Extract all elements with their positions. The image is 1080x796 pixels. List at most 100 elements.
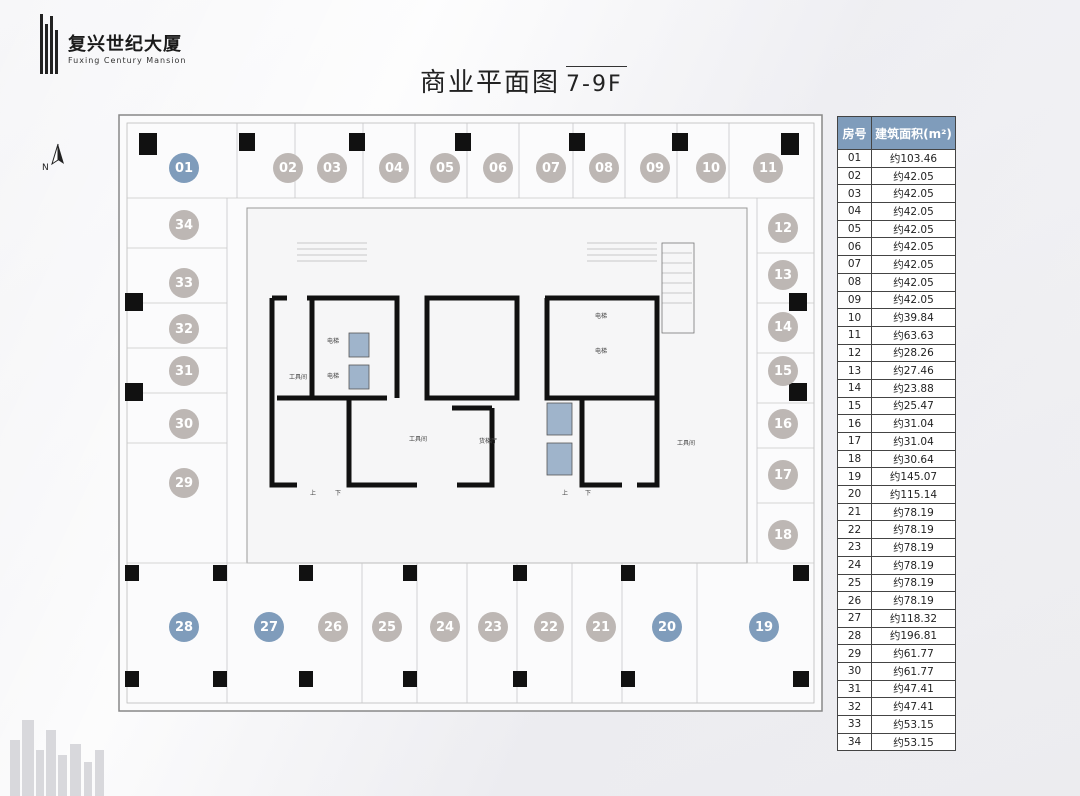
unit-label-09[interactable]: 09 [640,153,670,183]
area-table-room-no: 04 [837,202,872,221]
unit-label-02[interactable]: 02 [273,153,303,183]
unit-label-21[interactable]: 21 [586,612,616,642]
unit-label-13[interactable]: 13 [768,260,798,290]
area-table-header-area: 建筑面积(m²) [871,116,956,150]
area-table-room-area: 约78.19 [871,538,956,557]
area-table-room-no: 21 [837,502,872,522]
core-label-down-1: 下 [335,490,341,497]
area-table-room-area: 约78.19 [871,520,956,540]
unit-label-26[interactable]: 26 [318,612,348,642]
unit-label-07[interactable]: 07 [536,153,566,183]
area-table-room-no: 14 [837,378,872,398]
area-table-room-area: 约42.05 [871,184,956,204]
area-table-room-no: 22 [837,520,872,540]
unit-label-16[interactable]: 16 [768,409,798,439]
unit-label-24[interactable]: 24 [430,612,460,642]
core-label-elevator-4: 电梯 [595,347,607,355]
unit-label-08[interactable]: 08 [589,153,619,183]
unit-label-17[interactable]: 17 [768,460,798,490]
area-table-room-no: 32 [837,697,872,716]
title-main: 商业平面图 [420,68,561,98]
unit-label-11[interactable]: 11 [753,153,783,183]
area-table-room-no: 17 [837,432,872,451]
core-label-down-2: 下 [585,490,591,497]
unit-label-12[interactable]: 12 [768,213,798,243]
area-table-room-no: 30 [837,661,872,681]
area-table-room-area: 约42.05 [871,255,956,274]
unit-label-25[interactable]: 25 [372,612,402,642]
unit-label-32[interactable]: 32 [169,314,199,344]
unit-label-33[interactable]: 33 [169,268,199,298]
unit-label-30[interactable]: 30 [169,409,199,439]
area-table-room-area: 约25.47 [871,396,956,416]
area-table-room-area: 约118.32 [871,608,956,628]
area-table-room-no: 11 [837,325,872,345]
unit-label-10[interactable]: 10 [696,153,726,183]
title-floor: 7-9F [566,72,623,97]
area-table-room-no: 26 [837,591,872,610]
unit-label-18[interactable]: 18 [768,520,798,550]
area-table-room-area: 约63.63 [871,325,956,345]
unit-label-03[interactable]: 03 [317,153,347,183]
area-table-room-area: 约53.15 [871,715,956,734]
north-arrow-icon: N [40,142,70,176]
unit-label-27[interactable]: 27 [254,612,284,642]
area-table-room-no: 34 [837,732,872,752]
area-table-room-area: 约196.81 [871,626,956,646]
area-table-room-no: 25 [837,573,872,593]
area-table-room-no: 27 [837,608,872,628]
unit-label-23[interactable]: 23 [478,612,508,642]
area-table-room-no: 08 [837,272,872,292]
floor-plan: 工具间 工具间 工具间 货梯厅 电梯 电梯 电梯 电梯 上 下 上 下 01 0… [117,113,824,713]
unit-label-01[interactable]: 01 [169,153,199,183]
unit-label-06[interactable]: 06 [483,153,513,183]
area-table-room-area: 约78.19 [871,555,956,575]
area-table-room-area: 约30.64 [871,449,956,469]
area-table-room-area: 约23.88 [871,378,956,398]
core-label-elevator-3: 电梯 [595,312,607,320]
area-table-room-area: 约42.05 [871,290,956,310]
unit-label-15[interactable]: 15 [768,356,798,386]
area-table-room-no: 24 [837,555,872,575]
unit-label-34[interactable]: 34 [169,210,199,240]
area-table-room-area: 约61.77 [871,644,956,663]
unit-label-14[interactable]: 14 [768,312,798,342]
area-table-room-no: 12 [837,343,872,363]
skyline-illustration [0,700,140,796]
floor-plan-drawing: 工具间 工具间 工具间 货梯厅 电梯 电梯 电梯 电梯 上 下 上 下 [118,114,823,712]
area-table-room-area: 约103.46 [871,149,956,168]
area-table-room-no: 13 [837,361,872,380]
area-table-room-no: 10 [837,308,872,327]
unit-label-22[interactable]: 22 [534,612,564,642]
core-label-tool-room-2: 工具间 [409,435,427,443]
unit-label-05[interactable]: 05 [430,153,460,183]
unit-label-31[interactable]: 31 [169,356,199,386]
unit-label-20[interactable]: 20 [652,612,682,642]
unit-label-28[interactable]: 28 [169,612,199,642]
area-table-room-area: 约115.14 [871,485,956,504]
area-table-room-no: 29 [837,644,872,663]
core-label-up-2: 上 [562,489,568,497]
unit-label-04[interactable]: 04 [379,153,409,183]
unit-label-19[interactable]: 19 [749,612,779,642]
unit-label-29[interactable]: 29 [169,468,199,498]
area-table-room-area: 约42.05 [871,237,956,257]
area-table-header: 房号 建筑面积(m²) [837,116,956,150]
